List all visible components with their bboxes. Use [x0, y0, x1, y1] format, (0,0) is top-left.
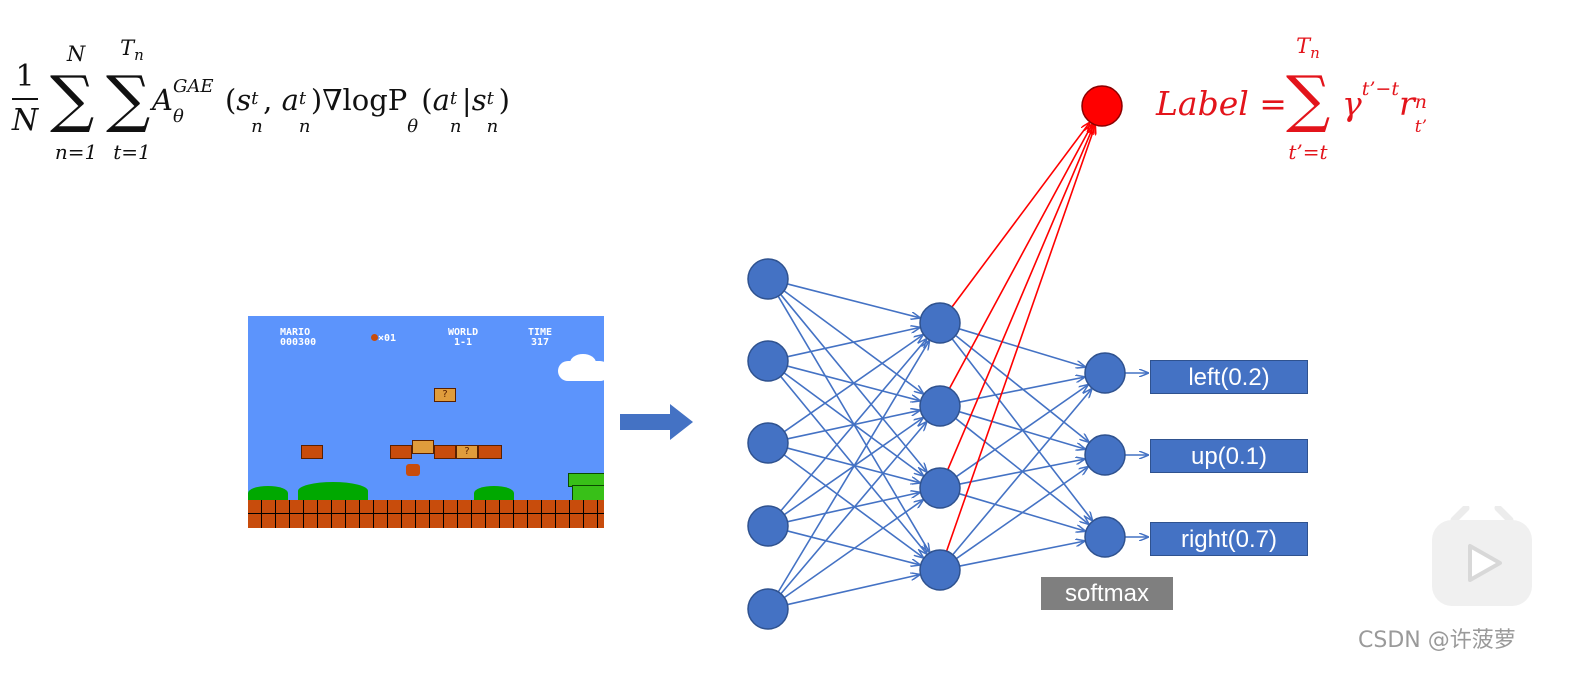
output-node: [1084, 434, 1126, 476]
output-node: [1084, 516, 1126, 558]
edge-hidden-output: [955, 467, 1087, 560]
hidden-node: [919, 467, 961, 509]
hidden-node: [919, 549, 961, 591]
edge-hidden-value: [948, 124, 1093, 389]
fraction-denominator: N: [11, 103, 39, 138]
edge-hidden-value: [945, 126, 1095, 552]
brick-block: [478, 445, 502, 459]
output-right: right(0.7): [1150, 522, 1308, 556]
mario-sprite: [406, 464, 420, 476]
edge-hidden-output: [958, 328, 1085, 367]
hud-coins: ×01: [371, 334, 396, 344]
sum2-lower: t=1: [113, 140, 151, 164]
video-player-icon[interactable]: [1428, 506, 1536, 610]
output-left: left(0.2): [1150, 360, 1308, 394]
brick-block: [301, 445, 323, 459]
sum1-lower: n=1: [54, 140, 98, 164]
softmax-label: softmax: [1041, 577, 1173, 610]
input-arrow-icon: [620, 404, 693, 440]
edge-input-hidden: [783, 500, 922, 599]
hidden-node: [919, 302, 961, 344]
edge-input-hidden: [787, 283, 919, 318]
output-up: up(0.1): [1150, 439, 1308, 473]
edge-hidden-value: [947, 125, 1094, 470]
question-block: [412, 440, 434, 454]
sum2-sigma: ∑: [106, 62, 151, 135]
label-sum-lower: t’=t: [1288, 140, 1328, 164]
input-node: [747, 422, 789, 464]
edge-input-hidden: [777, 341, 929, 593]
question-block: ?: [456, 445, 478, 459]
fraction-bar: [12, 98, 38, 100]
brick-block: [390, 445, 412, 459]
hidden-node: [919, 385, 961, 427]
edge-hidden-value: [951, 123, 1089, 308]
brick-block: [434, 445, 456, 459]
input-node: [747, 258, 789, 300]
output-node: [1084, 352, 1126, 394]
bush: [474, 486, 514, 500]
label-sum-upper: Tn: [1296, 34, 1320, 63]
bush: [248, 486, 288, 500]
edge-hidden-output: [952, 389, 1092, 556]
sum2-upper: Tn: [120, 36, 144, 65]
label-lhs: Label =: [1156, 84, 1287, 123]
cloud-top: [570, 354, 596, 372]
input-node: [747, 505, 789, 547]
edge-input-hidden: [783, 454, 923, 558]
sum1-sigma: ∑: [50, 62, 95, 135]
edge-hidden-output: [959, 377, 1085, 403]
edge-input-hidden: [780, 339, 926, 512]
input-node: [747, 340, 789, 382]
question-block: ?: [434, 388, 456, 402]
edge-input-hidden: [783, 335, 922, 433]
value-node: [1081, 85, 1123, 127]
edge-hidden-output: [955, 334, 1089, 441]
edge-input-hidden: [787, 575, 920, 606]
ground-bricks: [248, 500, 604, 528]
edge-input-hidden: [787, 328, 920, 358]
hill: [298, 482, 368, 500]
sum1-upper: N: [66, 42, 86, 66]
edge-input-hidden: [780, 422, 926, 595]
edge-hidden-output: [959, 541, 1085, 567]
fraction-numerator: 1: [15, 59, 35, 94]
watermark: CSDN @许菠萝: [1358, 628, 1516, 653]
label-sum-sigma: ∑: [1286, 62, 1331, 135]
input-node: [747, 588, 789, 630]
